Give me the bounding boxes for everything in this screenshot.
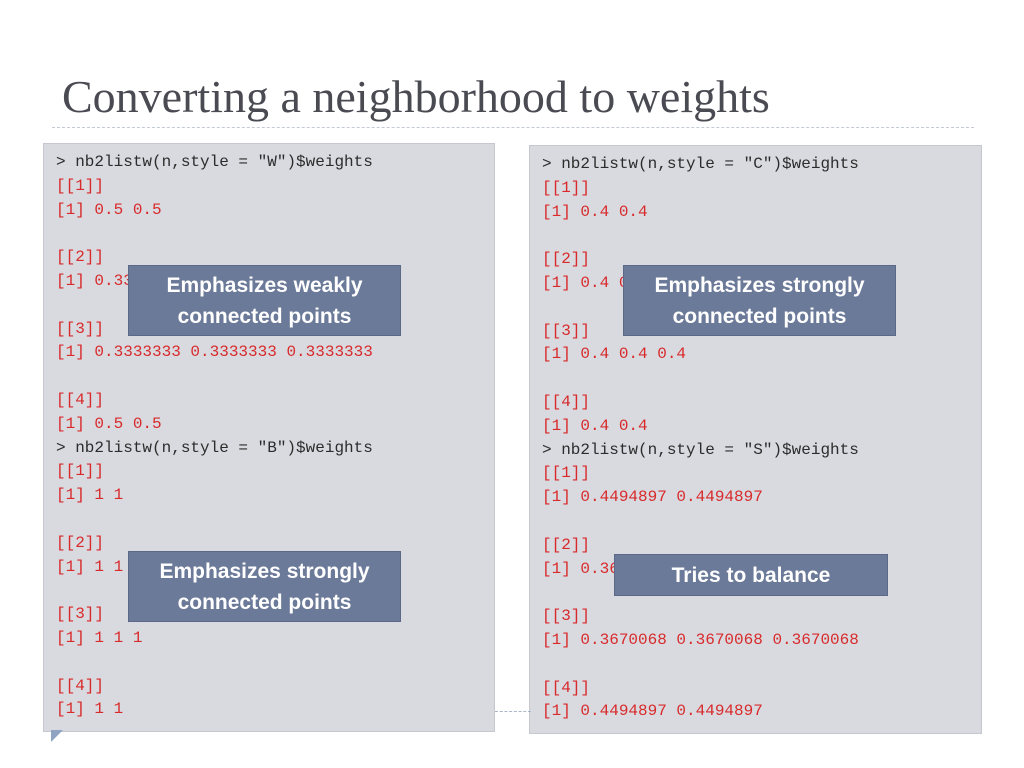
code-output-line: [1] 0.4 0.4 bbox=[542, 202, 648, 221]
code-panel-left: > nb2listw(n,style = "W")$weights [[1]] [1… bbox=[43, 143, 495, 732]
code-output-line: [[2]] bbox=[56, 533, 105, 552]
callout-style-s: Tries to balance bbox=[614, 554, 888, 596]
callout-style-b-text: Emphasizes strongly connected points bbox=[159, 559, 370, 614]
code-output-line: [1] 1 1 bbox=[56, 486, 124, 505]
callout-style-c-text: Emphasizes strongly connected points bbox=[654, 273, 865, 328]
bottom-divider bbox=[495, 711, 531, 712]
code-output-line: [1] 1 1 bbox=[56, 700, 124, 719]
code-output-line: [1] 0.4 0.4 bbox=[542, 416, 648, 435]
corner-triangle-icon bbox=[51, 730, 63, 742]
code-command-line: > nb2listw(n,style = "B")$weights bbox=[56, 438, 373, 457]
code-output-line: [1] 1 1 1 bbox=[56, 628, 143, 647]
code-output-line bbox=[56, 508, 494, 532]
code-output-line bbox=[56, 651, 494, 675]
code-output-line: [[4]] bbox=[542, 392, 591, 411]
code-output-line: [[1]] bbox=[56, 462, 105, 481]
code-output-line: [[4]] bbox=[56, 390, 105, 409]
code-output-line bbox=[56, 365, 494, 389]
title-divider bbox=[52, 127, 974, 128]
slide-title: Converting a neighborhood to weights bbox=[62, 71, 770, 122]
code-output-line bbox=[56, 222, 494, 246]
code-output-line: [[3]] bbox=[56, 319, 105, 338]
code-output-line bbox=[542, 367, 981, 391]
code-output-line: [[2]] bbox=[542, 250, 591, 269]
callout-style-w: Emphasizes weakly connected points bbox=[128, 265, 401, 336]
code-output-line: [1] 0.3333333 0.3333333 0.3333333 bbox=[56, 343, 373, 362]
code-output-line: [1] 0.4 0.4 0.4 bbox=[542, 345, 687, 364]
code-output-line: [1] 0.4494897 0.4494897 bbox=[542, 702, 763, 721]
callout-style-b: Emphasizes strongly connected points bbox=[128, 551, 401, 622]
code-output-line: [[4]] bbox=[542, 678, 591, 697]
code-output-line: [[3]] bbox=[56, 605, 105, 624]
code-output-line: [[3]] bbox=[542, 321, 591, 340]
code-command-line: > nb2listw(n,style = "C")$weights bbox=[542, 155, 859, 173]
callout-style-w-text: Emphasizes weakly connected points bbox=[166, 273, 363, 328]
code-output-line: [[1]] bbox=[542, 178, 591, 197]
code-output-line: [[3]] bbox=[542, 607, 591, 626]
code-output-line: [1] 0.5 0.5 bbox=[56, 200, 162, 219]
code-output-line: [[1]] bbox=[56, 176, 105, 195]
code-output-line bbox=[542, 653, 981, 677]
code-output-line: [1] 0.3670068 0.3670068 0.3670068 bbox=[542, 630, 859, 649]
callout-style-c: Emphasizes strongly connected points bbox=[623, 265, 896, 336]
code-output-line: [[2]] bbox=[542, 535, 591, 554]
code-panel-right: > nb2listw(n,style = "C")$weights [[1]] [1… bbox=[529, 145, 982, 734]
code-output-line: [[4]] bbox=[56, 676, 105, 695]
callout-style-s-text: Tries to balance bbox=[671, 563, 831, 587]
code-output-line: [[1]] bbox=[542, 464, 591, 483]
code-output-line: [1] 0.5 0.5 bbox=[56, 414, 162, 433]
code-output-line: [[2]] bbox=[56, 248, 105, 267]
code-output-line bbox=[542, 224, 981, 248]
code-lines-left: > nb2listw(n,style = "W")$weights [[1]] [1… bbox=[56, 151, 494, 722]
code-command-line: > nb2listw(n,style = "S")$weights bbox=[542, 440, 859, 459]
code-output-line: [1] 0.4494897 0.4494897 bbox=[542, 488, 763, 507]
code-output-line bbox=[542, 510, 981, 534]
code-lines-right: > nb2listw(n,style = "C")$weights [[1]] [1… bbox=[542, 153, 981, 724]
code-command-line: > nb2listw(n,style = "W")$weights bbox=[56, 153, 373, 171]
